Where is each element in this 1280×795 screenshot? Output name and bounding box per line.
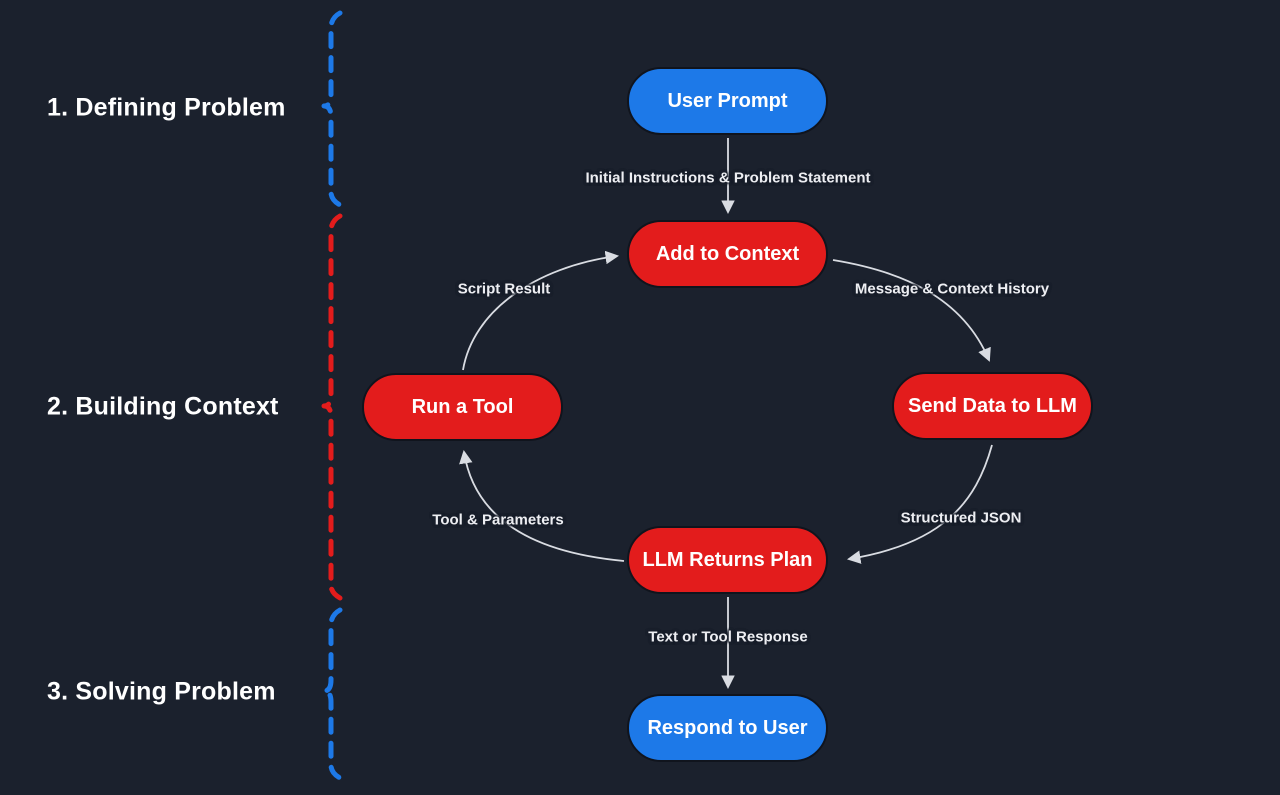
edge-label-message-context-history: Message & Context History [854,280,1050,298]
edge-add-context-to-send-llm [832,259,991,362]
node-respond-to-user: Respond to User [627,694,828,762]
edge-send-llm-to-llm-returns-plan [847,444,993,564]
node-run-a-tool: Run a Tool [362,373,563,441]
section-label-solving-problem: 3. Solving Problem [47,677,276,706]
section-label-building-context: 2. Building Context [47,392,279,421]
edge-label-script-result: Script Result [457,280,551,298]
edge-llm-returns-plan-to-run-tool [459,449,625,562]
edge-label-text-or-tool-response: Text or Tool Response [648,628,808,646]
brace-building-context [321,213,343,601]
edge-label-tool-parameters: Tool & Parameters [432,511,564,529]
node-user-prompt: User Prompt [627,67,828,135]
edge-label-structured-json: Structured JSON [900,509,1022,527]
node-add-to-context: Add to Context [627,220,828,288]
brace-defining-problem [321,10,343,208]
node-llm-returns-plan: LLM Returns Plan [627,526,828,594]
edge-label-initial-instructions: Initial Instructions & Problem Statement [585,169,871,187]
brace-solving-problem [321,607,343,781]
edge-run-tool-to-add-context [462,250,620,371]
node-send-data-to-llm: Send Data to LLM [892,372,1093,440]
section-label-defining-problem: 1. Defining Problem [47,93,286,122]
